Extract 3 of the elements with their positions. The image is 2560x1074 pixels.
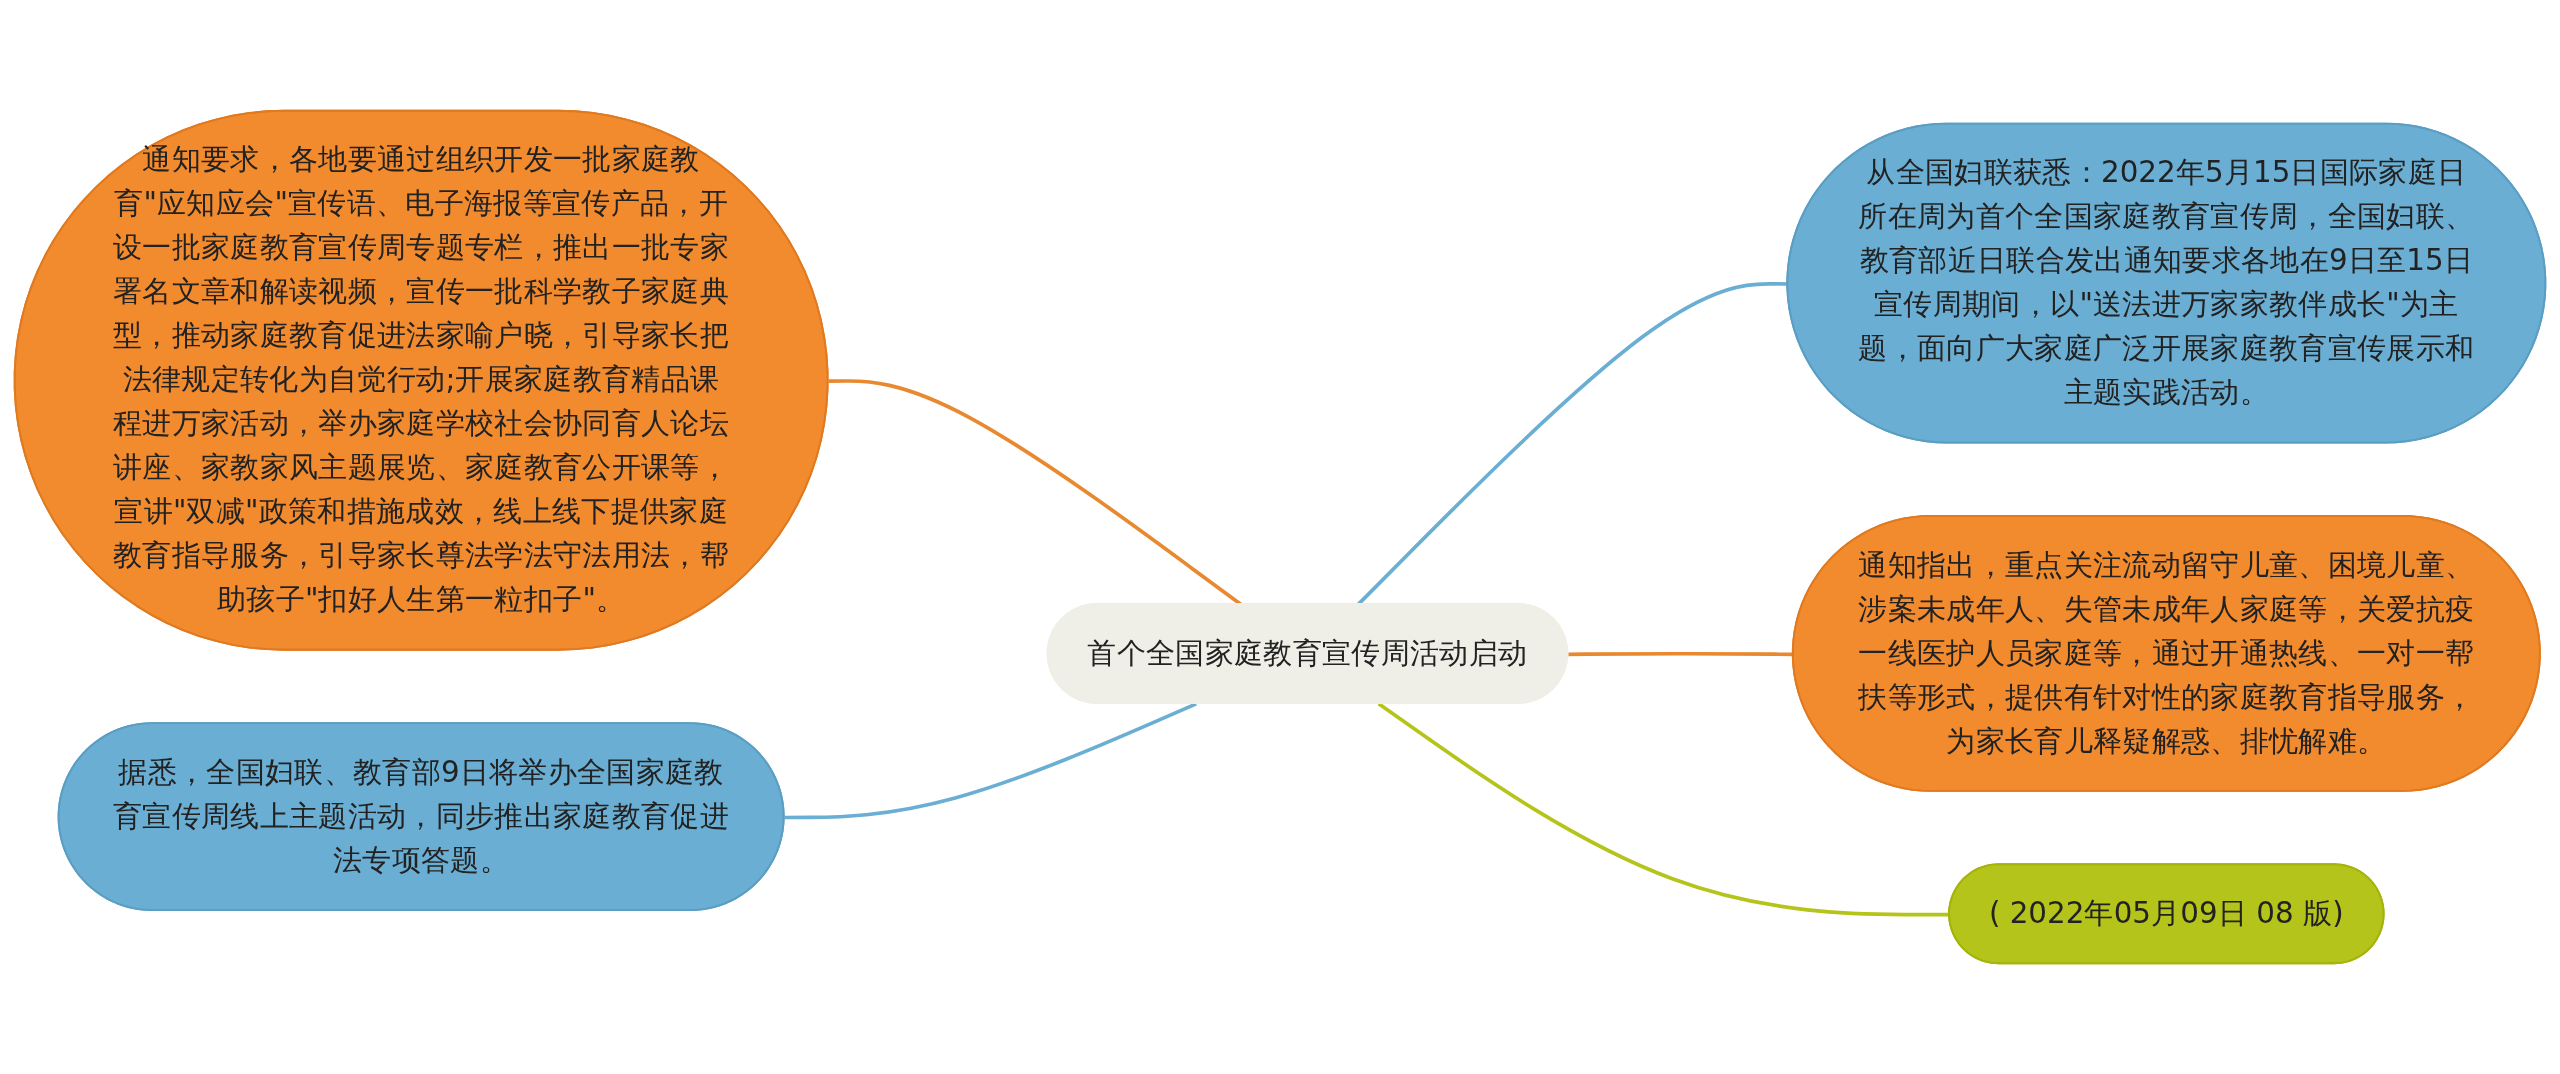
connector	[1377, 702, 1950, 917]
connector	[1568, 651, 1794, 657]
connector	[784, 702, 1197, 820]
